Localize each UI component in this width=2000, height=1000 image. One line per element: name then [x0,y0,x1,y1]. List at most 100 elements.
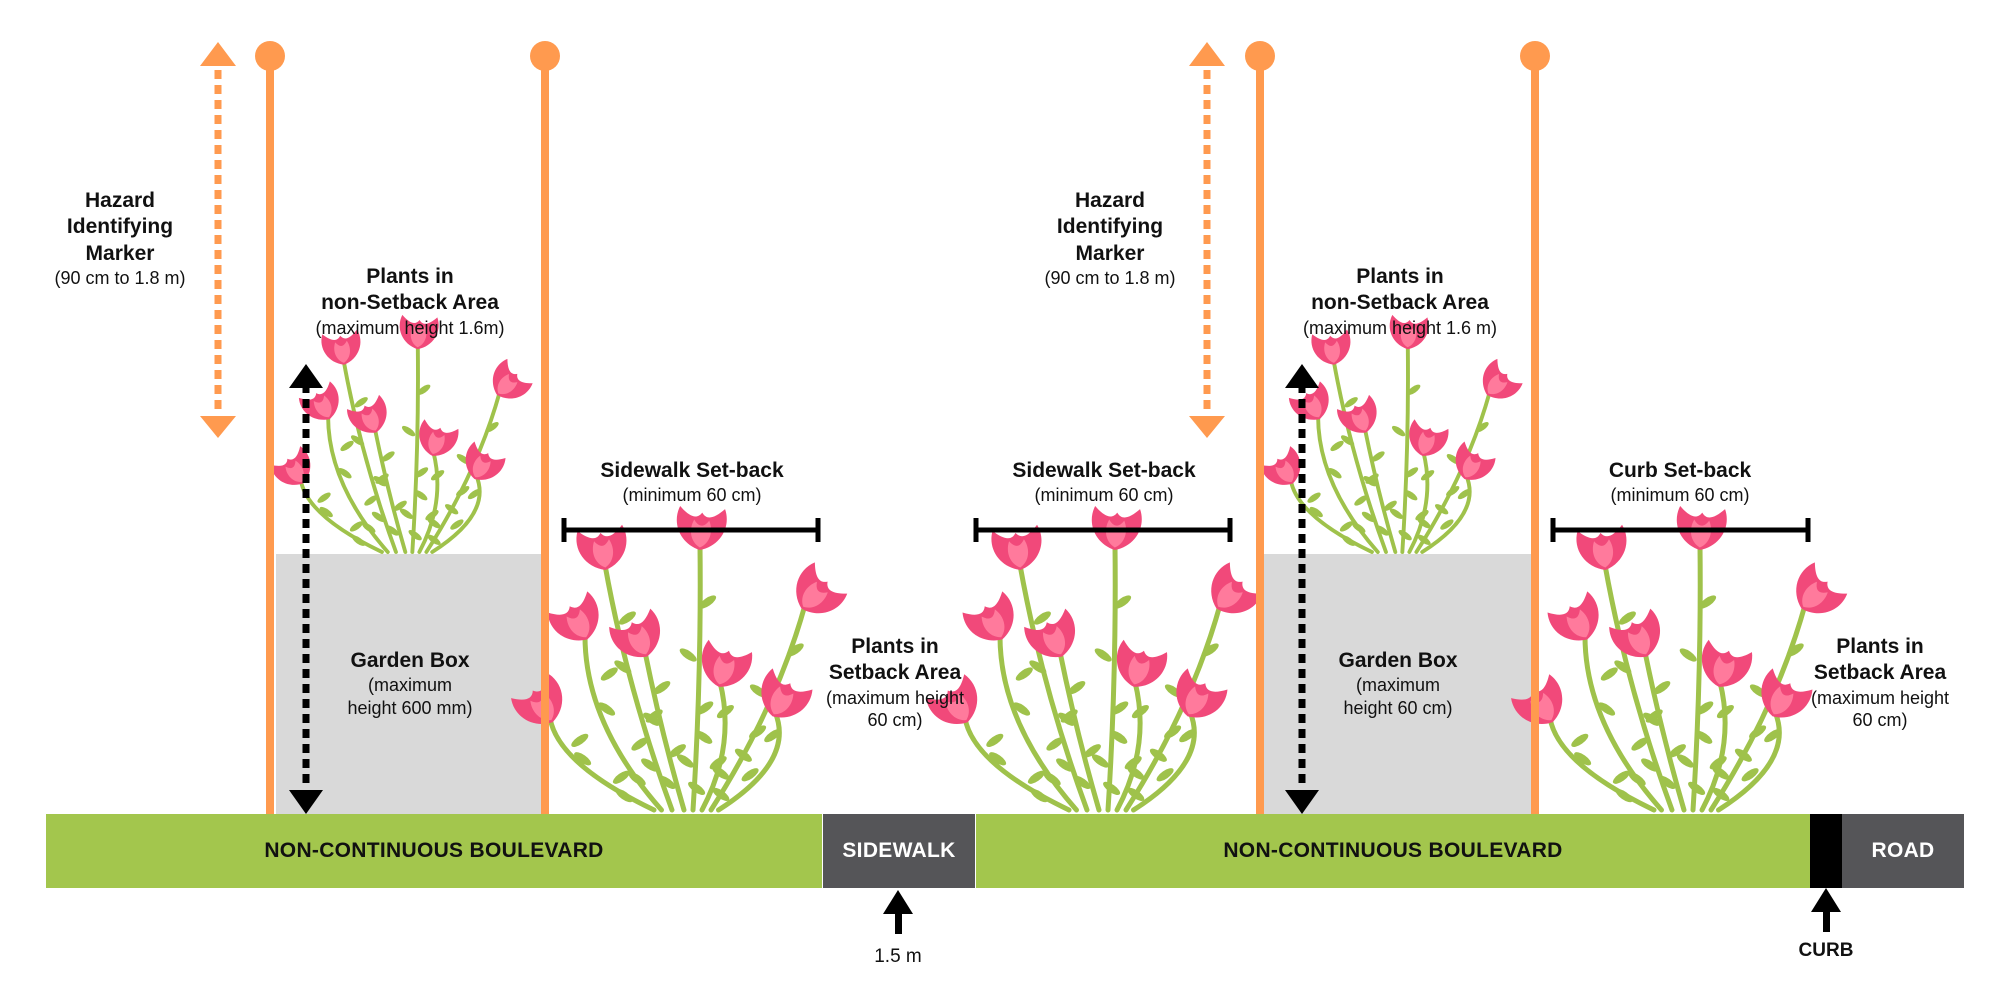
plant-leaf [371,511,386,523]
plant-leaf [1404,490,1418,501]
plant-leaf [1361,511,1376,523]
plant-leaf [709,756,727,770]
plant-stem [1716,709,1782,813]
plant-leaf [658,775,676,790]
plant-leaf [445,504,459,515]
plant-leaf [427,534,441,545]
plant-leaf [450,519,464,530]
plants-setback-label-1: Plants in Setback Area (maximum height 6… [825,635,965,730]
plant-leaf [1618,611,1636,625]
flower-icon [1409,419,1449,456]
plant-leaf [712,766,730,780]
plant-leaf [1709,756,1727,770]
plant-leaf [1404,467,1419,478]
plant-leaf [430,470,445,481]
flower-icon [1455,441,1496,480]
plants-non-setback-label-1: Plants in non-Setback Area (maximum heig… [315,265,505,338]
flower-icon [270,446,311,485]
plant-leaf [1695,730,1713,744]
hazard-pole-4 [1520,41,1550,816]
hazard-range-arrow-1 [200,42,236,438]
plant-stem [1362,426,1398,554]
plant-leaf [688,781,706,796]
plant-leaf [1375,525,1389,536]
plant-leaf [414,467,429,478]
plant-stem [417,450,440,554]
plant-leaf [1457,488,1472,500]
plant-leaf [1091,754,1109,768]
plant-leaf [679,648,697,662]
flower-icon [1336,394,1377,433]
plant-leaf [1440,519,1454,530]
flower-icon [1609,608,1660,658]
flower-icon [1024,608,1075,658]
plant-leaf [1696,701,1714,715]
plant-stem [1582,632,1664,813]
plant-stem [1057,649,1102,813]
plant-leaf [734,748,752,762]
plant-stem [430,473,482,554]
plant-leaf [1688,781,1706,796]
hazard-range-arrow-2 [1189,42,1225,438]
plant-leaf [1339,521,1354,532]
plant-leaf [1598,702,1616,716]
plant-leaf [349,521,364,532]
plant-leaf [1330,440,1344,452]
hazard-pole-3 [1245,41,1275,816]
plant-leaf [338,468,352,479]
plant-leaf [1309,506,1323,518]
plant-leaf [1615,788,1633,803]
plant-leaf [1741,768,1759,782]
plant-leaf [1676,754,1694,768]
plant-leaf [1033,611,1051,625]
plant-leaf [1124,756,1142,770]
plant-stem [410,343,420,554]
plant-leaf [1383,500,1397,511]
flower-icon [991,524,1042,570]
plant-leaf [1083,744,1101,758]
flower-icon [1547,591,1599,641]
plant-leaf [614,660,632,674]
plant-leaf [1307,492,1321,503]
flower-icon [1389,314,1429,350]
plant-leaf [1417,534,1431,545]
curb-arrow [1811,888,1841,932]
plant-cluster-setback-2 [926,506,1263,813]
plant-leaf [641,758,659,772]
height-arrow-1 [289,364,323,814]
garden-box-label-2: Garden Box (maximum height 60 cm) [1338,649,1458,718]
sidewalk-setback-label-2: Sidewalk Set-back (minimum 60 cm) [1012,459,1196,506]
plant-leaf [1712,766,1730,780]
plant-leaf [1073,775,1091,790]
plant-cluster-setback-1 [511,506,848,813]
plant-leaf [1201,643,1219,657]
flower-icon [1761,668,1813,718]
plant-leaf [986,733,1004,748]
plant-leaf [1164,725,1182,739]
flower-icon [796,562,848,614]
plant-leaf [1029,660,1047,674]
plant-leaf [668,744,686,758]
boulevard-band-2: NON-CONTINUOUS BOULEVARD [976,814,1810,888]
plant-leaf [485,422,499,433]
plant-leaf [1415,510,1429,521]
flower-icon [1311,329,1351,365]
plant-leaf [1653,680,1671,695]
plant-leaf [574,752,592,766]
plant-stem [1690,542,1703,813]
plant-leaf [1391,425,1406,437]
plant-leaf [618,611,636,625]
sidewalk-setback-label-1: Sidewalk Set-back (minimum 60 cm) [600,459,784,506]
flower-icon [1482,358,1523,399]
plant-stem [997,632,1079,813]
plant-leaf [1114,595,1132,609]
plant-leaf [631,737,649,751]
plant-leaf [1407,384,1421,395]
plant-stem [547,715,657,813]
plant-leaf [571,733,589,748]
garden-box-1 [276,554,546,816]
plant-stem [716,709,782,813]
flower-icon [1288,381,1329,420]
plant-leaf [1043,772,1061,786]
